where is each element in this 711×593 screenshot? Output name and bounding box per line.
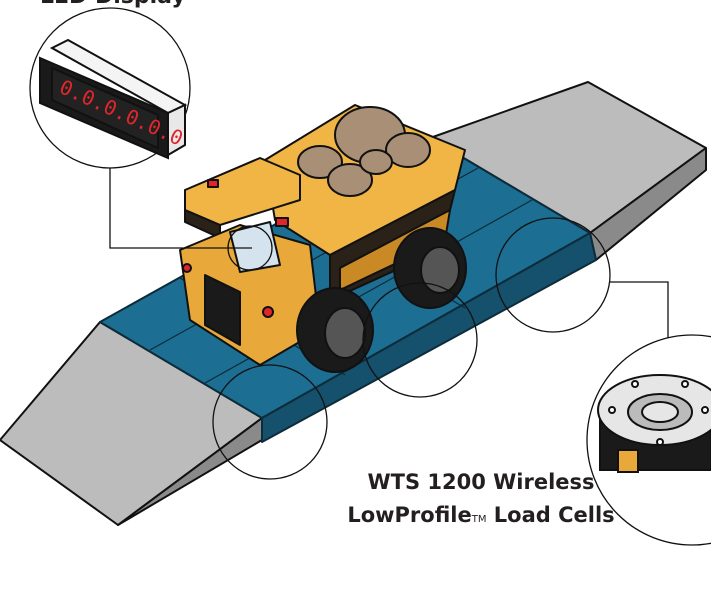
trademark: TM [471,514,487,525]
caption-load-cells: Load Cells [486,503,615,527]
led-display-device: 0.0.0.0.0.0 [39,38,188,160]
load-cell-caption: WTS 1200 Wireless LowProfileTM Load Cell… [346,466,616,532]
caption-line-1: WTS 1200 Wireless [367,470,595,494]
caption-line-2: LowProfileTM Load Cells [346,499,616,532]
load-cell-device [597,374,711,473]
loadcell-callout-circle [212,364,328,480]
loadcell-callout-circle [495,217,611,333]
caption-lowprofile: LowProfile [347,503,472,527]
loadcell-callout-circle [362,282,478,398]
left-ramp [0,321,263,526]
led-display-label: LED Display [40,0,186,9]
haul-truck [179,104,467,373]
